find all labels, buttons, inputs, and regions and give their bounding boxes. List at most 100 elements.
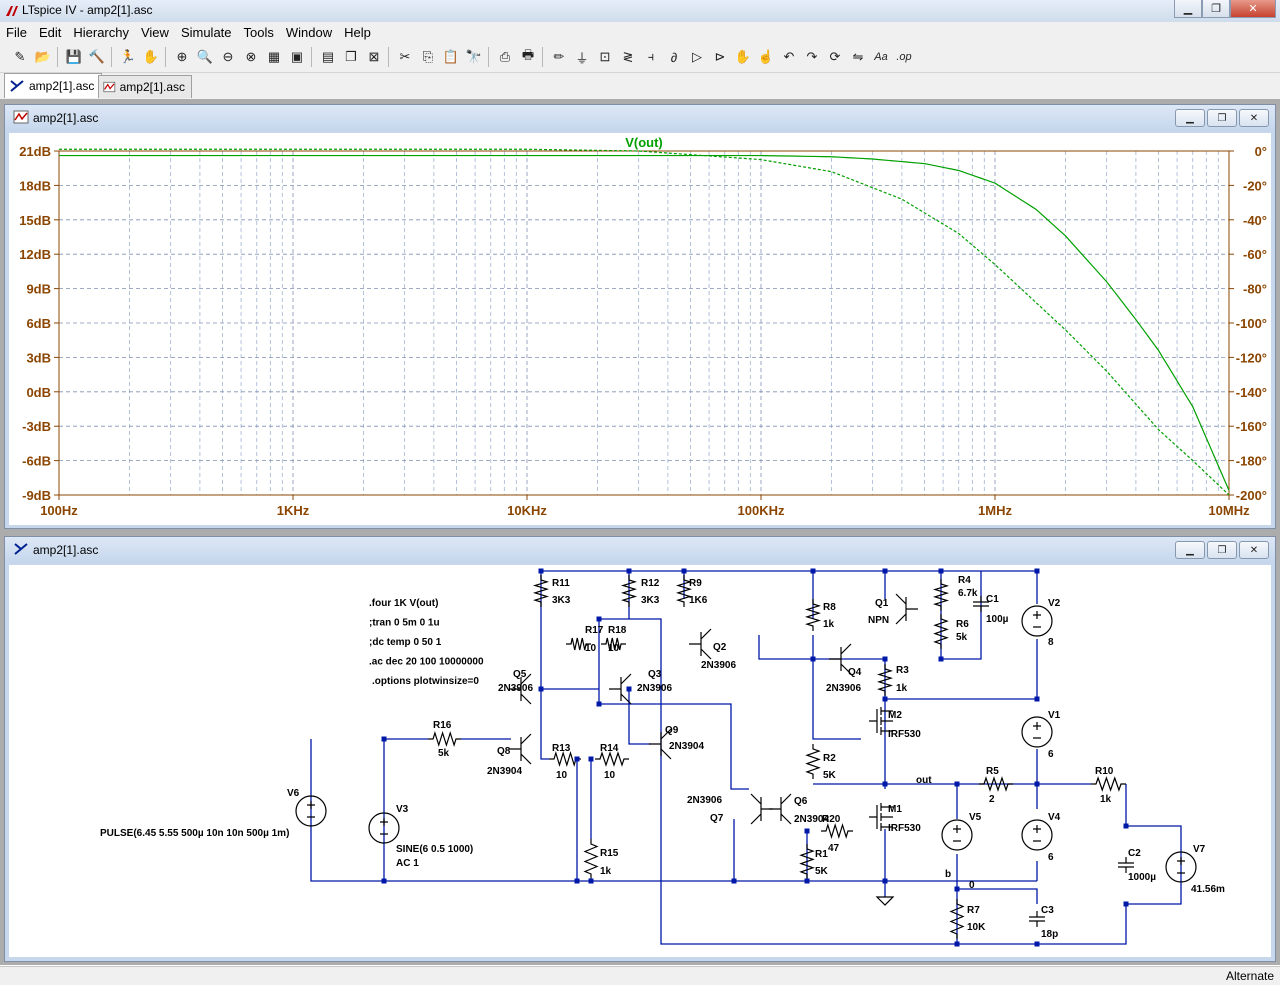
component-icon[interactable]: ⊳ <box>714 49 726 64</box>
rotate-icon[interactable]: ⟳ <box>829 49 841 64</box>
plot-pane[interactable]: 21dB18dB15dB12dB9dB6dB3dB0dB-3dB-6dB-9dB… <box>9 133 1271 525</box>
transistor[interactable] <box>609 673 632 705</box>
menu-hierarchy[interactable]: Hierarchy <box>73 24 129 40</box>
resistor[interactable] <box>566 637 591 651</box>
open-icon[interactable]: 📂 <box>34 49 52 64</box>
transistor[interactable] <box>769 793 792 825</box>
close-button[interactable]: ✕ <box>1239 541 1269 559</box>
new-schematic-icon[interactable]: ✎ <box>14 49 26 64</box>
spice-directive[interactable]: .ac dec 20 100 10000000 <box>369 657 484 668</box>
undo-icon[interactable]: ↶ <box>783 49 795 64</box>
capacitor-icon[interactable]: ⫞ <box>647 49 655 64</box>
tab-waveform[interactable]: amp2[1].asc <box>98 75 192 98</box>
find-icon[interactable]: 🔭 <box>465 49 483 64</box>
mosfet[interactable] <box>869 803 893 831</box>
spice-directive[interactable]: ;tran 0 5m 0 1u <box>369 618 440 629</box>
resistor[interactable] <box>583 839 599 879</box>
resistor[interactable] <box>428 731 461 747</box>
maximize-button[interactable]: ❐ <box>1207 109 1237 127</box>
resistor[interactable] <box>532 575 550 607</box>
voltage-source[interactable] <box>1021 819 1053 851</box>
capacitor[interactable] <box>1118 857 1134 873</box>
transistor[interactable] <box>649 728 672 760</box>
minimize-button[interactable]: ▁ <box>1175 109 1205 127</box>
spice-directive[interactable]: .four 1K V(out) <box>369 598 438 609</box>
transistor[interactable] <box>509 733 532 765</box>
mosfet[interactable] <box>869 707 893 735</box>
text-icon[interactable]: Aa <box>874 51 888 63</box>
maximize-button[interactable]: ❐ <box>1207 541 1237 559</box>
voltage-source[interactable] <box>368 812 400 844</box>
voltage-source[interactable] <box>1021 716 1053 748</box>
close-button[interactable]: ✕ <box>1230 0 1276 18</box>
transistor[interactable] <box>895 593 918 625</box>
menu-window[interactable]: Window <box>285 24 333 40</box>
resistor[interactable] <box>979 776 1013 792</box>
menu-edit[interactable]: Edit <box>38 24 62 40</box>
drag-icon[interactable]: ☝ <box>757 49 775 64</box>
schematic-canvas[interactable]: .four 1K V(out) ;tran 0 5m 0 1u ;dc temp 0… <box>9 565 1271 957</box>
minimize-button[interactable]: ▁ <box>1174 0 1202 18</box>
print-setup-icon[interactable]: ⎙ <box>499 49 511 64</box>
transistor[interactable] <box>750 793 773 825</box>
zoom-out-icon[interactable]: ⊖ <box>222 49 234 64</box>
resistor-icon[interactable]: ≷ <box>622 49 634 64</box>
voltage-source[interactable] <box>1021 605 1053 637</box>
print-icon[interactable]: 🖶 <box>521 47 535 62</box>
transistor[interactable] <box>689 628 712 660</box>
save-icon[interactable]: 💾 <box>65 49 83 64</box>
voltage-source[interactable] <box>941 819 973 851</box>
run-icon[interactable]: 🏃 <box>119 49 137 64</box>
diode-icon[interactable]: ▷ <box>692 49 702 64</box>
label-net-icon[interactable]: ⊡ <box>599 49 611 64</box>
transistor[interactable] <box>829 643 852 675</box>
minimize-button[interactable]: ▁ <box>1175 541 1205 559</box>
resistor[interactable] <box>932 579 950 611</box>
fit-icon[interactable]: ▣ <box>290 49 304 64</box>
resistor[interactable] <box>1091 776 1126 792</box>
transistor[interactable] <box>509 673 532 705</box>
resistor[interactable] <box>620 575 638 607</box>
capacitor[interactable] <box>973 596 989 612</box>
control-panel-icon[interactable]: 🔨 <box>88 49 106 64</box>
resistor[interactable] <box>876 664 894 696</box>
ground-icon[interactable]: ⏚ <box>575 50 589 66</box>
tab-schematic[interactable]: amp2[1].asc <box>4 73 102 98</box>
menu-simulate[interactable]: Simulate <box>180 24 232 40</box>
resistor[interactable] <box>821 822 853 840</box>
resistor[interactable] <box>949 899 965 939</box>
menu-file[interactable]: File <box>6 24 27 40</box>
halt-icon[interactable]: ✋ <box>142 49 160 64</box>
resistor[interactable] <box>805 744 821 779</box>
capacitor[interactable] <box>1029 911 1045 927</box>
resistor[interactable] <box>799 844 815 879</box>
move-icon[interactable]: ✋ <box>734 49 752 64</box>
restore-button[interactable]: ❐ <box>1202 0 1230 18</box>
resistor[interactable] <box>933 614 949 649</box>
menu-help[interactable]: Help <box>344 24 371 40</box>
draw-wire-icon[interactable]: ✏ <box>553 49 565 64</box>
resistor[interactable] <box>675 575 693 607</box>
spice-directive-icon[interactable]: .op <box>896 51 912 63</box>
cut-icon[interactable]: ✂ <box>399 49 411 64</box>
close-window-icon[interactable]: ⊠ <box>368 49 380 64</box>
mirror-icon[interactable]: ⇋ <box>852 49 864 64</box>
spice-directive[interactable]: .options plotwinsize=0 <box>372 676 479 687</box>
trace-label[interactable]: V(out) <box>625 135 663 150</box>
cascade-icon[interactable]: ❐ <box>345 49 357 64</box>
close-button[interactable]: ✕ <box>1239 109 1269 127</box>
resistor[interactable] <box>601 637 626 651</box>
menu-tools[interactable]: Tools <box>243 24 274 40</box>
resistor[interactable] <box>804 599 822 631</box>
resistor[interactable] <box>595 751 629 767</box>
inductor-icon[interactable]: ∂ <box>670 49 678 65</box>
tile-horizontal-icon[interactable]: ▤ <box>321 49 335 64</box>
zoom-cancel-icon[interactable]: ⊗ <box>245 49 257 64</box>
paste-icon[interactable]: 📋 <box>442 49 460 64</box>
spice-directive[interactable]: ;dc temp 0 50 1 <box>369 637 442 648</box>
voltage-source[interactable] <box>1165 851 1197 883</box>
autorange-icon[interactable]: ▦ <box>267 49 281 64</box>
resistor[interactable] <box>549 750 581 768</box>
redo-icon[interactable]: ↷ <box>806 49 818 64</box>
copy-icon[interactable]: ⎘ <box>422 49 434 64</box>
